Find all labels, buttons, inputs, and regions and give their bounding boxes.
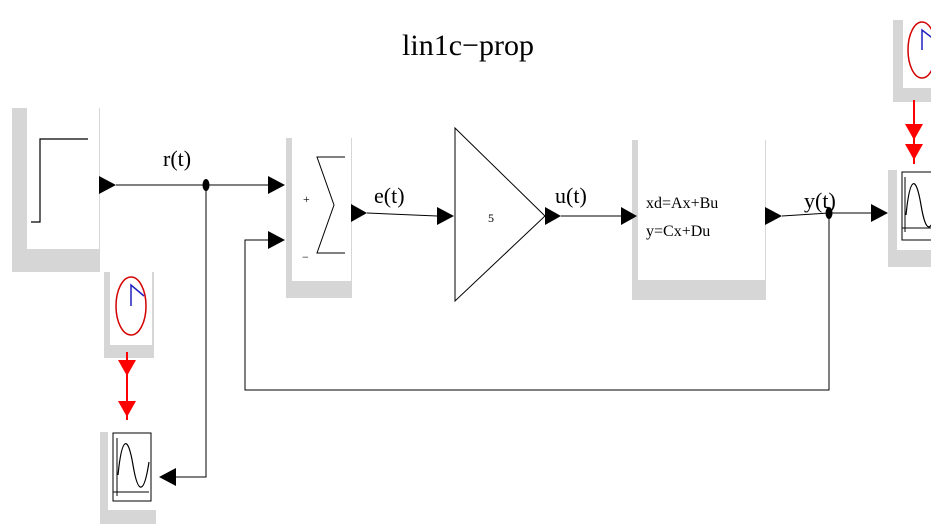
port-gain-in [437, 207, 454, 225]
event-arrow-top-2 [905, 144, 923, 160]
split-point-y [825, 207, 833, 219]
port-ss-out [765, 207, 782, 225]
event-link-top [905, 100, 923, 166]
event-arrow-bottom-2 [118, 401, 136, 417]
link-feedback [244, 213, 830, 391]
scope-top-axes [902, 177, 931, 232]
scope-top-face [897, 164, 931, 250]
scope-top-wave-icon [905, 183, 931, 228]
sum-block[interactable]: + − [286, 128, 352, 298]
step-icon [31, 138, 88, 223]
port-scope-bottom-in [159, 468, 176, 486]
event-arrow-top-1 [905, 124, 923, 140]
scope-block-top[interactable] [888, 164, 931, 267]
scope-top-screen [901, 171, 931, 241]
ports [99, 176, 888, 486]
label-r: r(t) [163, 146, 191, 171]
port-sum-in-minus [268, 231, 285, 249]
port-gain-out [545, 207, 561, 225]
sum-plus-sign: + [303, 192, 310, 206]
link-r-branch [176, 185, 207, 478]
port-sum-in-plus [268, 176, 285, 194]
scope-bottom-axes [113, 438, 149, 496]
gain-value: 5 [488, 211, 494, 225]
state-space-eq-1: xd=Ax+Bu [646, 195, 718, 212]
gain-triangle [454, 126, 546, 303]
split-point-r [202, 179, 210, 191]
state-space-eq-2: y=Cx+Du [646, 223, 710, 240]
scope-block-bottom[interactable] [100, 424, 156, 524]
label-y: y(t) [804, 188, 836, 213]
step-block-face [27, 99, 99, 249]
port-scope-top-in [871, 204, 888, 222]
port-step-out [99, 176, 116, 194]
sum-minus-sign: − [302, 250, 309, 264]
clock-top-icon [907, 21, 931, 79]
step-block[interactable] [12, 99, 100, 272]
label-u: u(t) [555, 183, 587, 208]
clock-block-bottom[interactable] [104, 265, 154, 358]
diagram-title: lin1c−prop [402, 29, 534, 62]
scope-bottom-wave-icon [117, 443, 150, 488]
state-space-face [638, 128, 765, 280]
sum-block-face [292, 128, 351, 281]
event-link-bottom [118, 352, 136, 420]
clock-block-top[interactable] [893, 12, 931, 102]
clock-bottom-hands [130, 283, 145, 306]
scope-bottom-face [108, 424, 156, 510]
clock-bottom-icon [115, 276, 147, 336]
port-sum-out [351, 204, 367, 222]
port-ss-in [621, 207, 637, 225]
scope-bottom-screen [112, 432, 152, 502]
event-arrow-bottom-1 [118, 360, 136, 376]
sigma-icon [316, 156, 345, 254]
label-e: e(t) [374, 183, 405, 208]
gain-block[interactable]: 5 [454, 126, 546, 303]
state-space-block[interactable]: xd=Ax+Bu y=Cx+Du [632, 128, 766, 300]
link-e [366, 212, 438, 217]
